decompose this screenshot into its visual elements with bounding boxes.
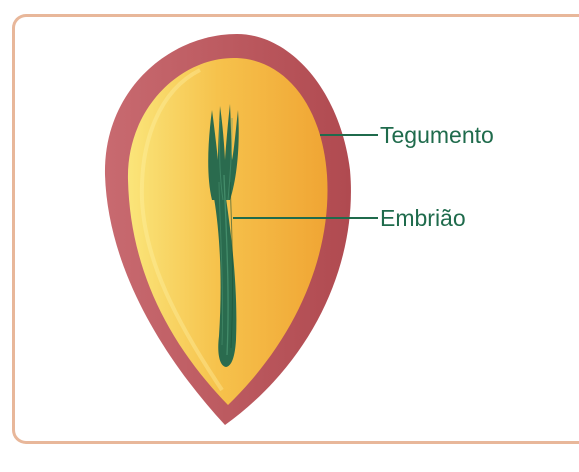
tegumento-label: Tegumento (380, 122, 494, 148)
endosperm-highlight (139, 68, 224, 392)
embriao-label: Embrião (380, 205, 466, 231)
embryo-shape (208, 104, 239, 367)
